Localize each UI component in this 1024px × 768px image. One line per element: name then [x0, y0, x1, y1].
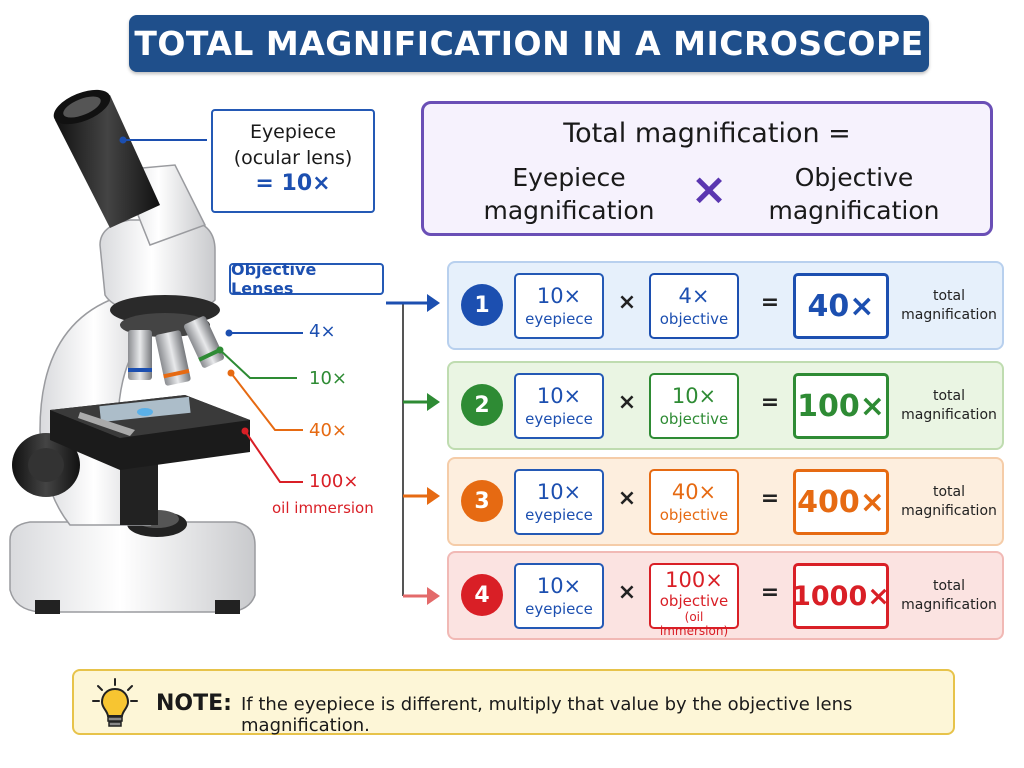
- total-magnification-result: 1000×: [792, 563, 890, 629]
- caption-line1: total: [932, 388, 965, 404]
- formula-objective-line2: magnification: [768, 196, 940, 225]
- formula-eyepiece-line1: Eyepiece: [512, 163, 626, 192]
- caption-line2: magnification: [901, 503, 997, 519]
- lens-tag-40x: 40×: [309, 420, 347, 441]
- eyepiece-label: eyepiece: [525, 310, 593, 328]
- objective-label: objective: [659, 506, 729, 524]
- eyepiece-value: 10×: [536, 384, 582, 408]
- eyepiece-value: 10×: [536, 480, 582, 504]
- caption-line2: magnification: [901, 307, 997, 323]
- page-title: TOTAL MAGNIFICATION IN A MICROSCOPE: [134, 24, 924, 63]
- objective-value: 40×: [671, 480, 717, 504]
- objective-value: 4×: [678, 284, 710, 308]
- caption-line1: total: [932, 578, 965, 594]
- equals-sign: =: [760, 390, 780, 415]
- objective-value-box: 10× objective: [649, 373, 739, 439]
- note-label: NOTE:: [156, 691, 232, 716]
- objective-value-box: 4× objective: [649, 273, 739, 339]
- eyepiece-label: eyepiece: [525, 506, 593, 524]
- equals-sign: =: [760, 486, 780, 511]
- title-banner: TOTAL MAGNIFICATION IN A MICROSCOPE: [129, 15, 929, 72]
- calculation-row: 1 10× eyepiece × 4× objective = 40× total magnifi…: [447, 261, 1004, 350]
- total-magnification-caption: total magnification: [899, 387, 999, 425]
- total-magnification-result: 100×: [793, 373, 889, 439]
- total-magnification-caption: total magnification: [899, 577, 999, 615]
- caption-line1: total: [932, 484, 965, 500]
- note-bar: NOTE: If the eyepiece is different, mult…: [72, 669, 955, 736]
- multiply-sign: ×: [617, 486, 637, 511]
- formula-objective-line1: Objective: [794, 163, 914, 192]
- calculation-row: 4 10× eyepiece × 100×objective(oil immersion…: [447, 551, 1004, 640]
- objective-value-box: 40× objective: [649, 469, 739, 535]
- eyepiece-callout-subtitle: (ocular lens): [233, 147, 353, 169]
- caption-line1: total: [932, 288, 965, 304]
- eyepiece-callout-title: Eyepiece: [249, 121, 337, 143]
- calculation-row: 3 10× eyepiece × 40× objective = 400× total magni…: [447, 457, 1004, 546]
- note-text: If the eyepiece is different, multiply t…: [241, 694, 853, 736]
- objective-value: 100×: [665, 568, 723, 592]
- multiply-sign: ×: [617, 390, 637, 415]
- total-magnification-caption: total magnification: [899, 483, 999, 521]
- eyepiece-callout: Eyepiece (ocular lens) = 10×: [211, 109, 375, 213]
- equals-sign: =: [760, 290, 780, 315]
- lightbulb-icon: [92, 678, 138, 727]
- eyepiece-value-box: 10× eyepiece: [514, 273, 604, 339]
- lens-tag-10x: 10×: [309, 368, 347, 389]
- objective-value-box: 100×objective(oil immersion): [649, 563, 739, 638]
- eyepiece-callout-value: = 10×: [255, 171, 331, 196]
- total-magnification-result: 400×: [793, 469, 889, 535]
- eyepiece-value-box: 10× eyepiece: [514, 373, 604, 439]
- lens-tag-100x: 100×: [309, 471, 359, 492]
- eyepiece-label: eyepiece: [525, 410, 593, 428]
- formula-box: Total magnification = Eyepiece magnifica…: [421, 101, 993, 236]
- formula-title: Total magnification =: [563, 118, 851, 149]
- lens-tag-oil-immersion: oil immersion: [272, 499, 374, 517]
- multiply-sign: ×: [617, 580, 637, 605]
- calculation-row: 2 10× eyepiece × 10× objective = 100× total magni…: [447, 361, 1004, 450]
- equals-sign: =: [760, 580, 780, 605]
- objective-label: objective: [659, 310, 729, 328]
- total-magnification-caption: total magnification: [899, 287, 999, 325]
- step-number-badge: 1: [461, 284, 503, 326]
- caption-line2: magnification: [901, 407, 997, 423]
- step-number-badge: 4: [461, 574, 503, 616]
- objective-label: objective: [659, 410, 729, 428]
- eyepiece-value: 10×: [536, 574, 582, 598]
- eyepiece-value-box: 10× eyepiece: [514, 563, 604, 629]
- lens-tag-4x: 4×: [309, 321, 336, 342]
- step-number-badge: 3: [461, 480, 503, 522]
- total-magnification-result: 40×: [793, 273, 889, 339]
- formula-eyepiece-term: Eyepiece magnification: [464, 161, 674, 227]
- formula-times-icon: ×: [690, 164, 728, 215]
- objective-label: objective: [659, 592, 729, 610]
- eyepiece-value-box: 10× eyepiece: [514, 469, 604, 535]
- multiply-sign: ×: [617, 290, 637, 315]
- formula-objective-term: Objective magnification: [749, 161, 959, 227]
- objective-value: 10×: [671, 384, 717, 408]
- eyepiece-value: 10×: [536, 284, 582, 308]
- objective-sublabel: (oil immersion): [659, 610, 729, 638]
- objective-lenses-label: Objective Lenses: [229, 260, 384, 298]
- caption-line2: magnification: [901, 597, 997, 613]
- eyepiece-label: eyepiece: [525, 600, 593, 618]
- step-number-badge: 2: [461, 384, 503, 426]
- formula-eyepiece-line2: magnification: [483, 196, 655, 225]
